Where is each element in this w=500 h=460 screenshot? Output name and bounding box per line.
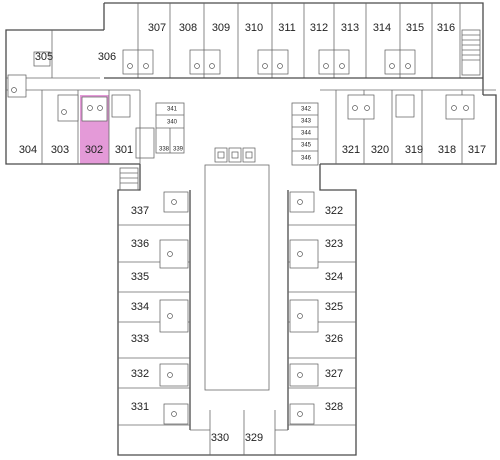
central-core [135, 102, 319, 166]
room-label[interactable]: 333 [131, 333, 149, 345]
room-label[interactable]: 338 [159, 147, 170, 153]
room-label[interactable]: 342 [301, 107, 312, 113]
room-label[interactable]: 344 [301, 131, 312, 137]
room-label[interactable]: 340 [167, 120, 178, 126]
room-302[interactable]: 302 [85, 144, 103, 156]
room-label[interactable]: 323 [325, 238, 343, 250]
room-label[interactable]: 326 [325, 333, 343, 345]
stairs-northeast [461, 29, 481, 76]
room-label[interactable]: 341 [167, 107, 178, 113]
bathroom-cluster-east [347, 94, 475, 120]
room-label[interactable]: 335 [131, 271, 149, 283]
room-label[interactable]: 320 [371, 144, 389, 156]
outer-wall-south-wing [117, 164, 357, 456]
room-label[interactable]: 313 [341, 22, 359, 34]
room-label[interactable]: 308 [179, 22, 197, 34]
room-label[interactable]: 318 [438, 144, 456, 156]
room-label[interactable]: 307 [148, 22, 166, 34]
room-label[interactable]: 314 [373, 22, 391, 34]
room-label[interactable]: 343 [301, 119, 312, 125]
room-label[interactable]: 324 [325, 271, 343, 283]
room-label[interactable]: 311 [278, 22, 296, 34]
room-label[interactable]: 309 [212, 22, 230, 34]
room-label[interactable]: 334 [131, 301, 149, 313]
room-label[interactable]: 328 [325, 401, 343, 413]
room-label[interactable]: 330 [211, 432, 229, 444]
room-label[interactable]: 315 [406, 22, 424, 34]
room-label[interactable]: 337 [131, 205, 149, 217]
room-label[interactable]: 336 [131, 238, 149, 250]
stairs-southwest [119, 167, 139, 191]
room-label[interactable]: 303 [51, 144, 69, 156]
room-label[interactable]: 301 [115, 144, 133, 156]
room-label[interactable]: 319 [405, 144, 423, 156]
bathroom-cluster-top [122, 49, 416, 75]
room-label[interactable]: 322 [325, 205, 343, 217]
room-label[interactable]: 339 [173, 147, 184, 153]
bathroom-cluster-west [7, 51, 131, 122]
room-label[interactable]: 304 [19, 144, 37, 156]
room-label[interactable]: 305 [35, 51, 53, 63]
outer-wall-west-wing [5, 29, 140, 165]
room-label[interactable]: 327 [325, 368, 343, 380]
room-label[interactable]: 345 [301, 143, 312, 149]
room-label[interactable]: 312 [310, 22, 328, 34]
atrium [204, 164, 270, 391]
room-label[interactable]: 346 [301, 156, 312, 162]
outer-wall-north [104, 2, 484, 95]
room-label[interactable]: 329 [245, 432, 263, 444]
room-label[interactable]: 306 [98, 51, 116, 63]
room-label[interactable]: 332 [131, 368, 149, 380]
room-label[interactable]: 316 [437, 22, 455, 34]
bathroom-cluster-south [159, 191, 319, 425]
room-label[interactable]: 310 [245, 22, 263, 34]
room-label[interactable]: 325 [325, 301, 343, 313]
room-label[interactable]: 317 [468, 144, 486, 156]
room-label[interactable]: 321 [342, 144, 360, 156]
outer-wall-east-wing [320, 94, 497, 165]
room-label[interactable]: 331 [131, 401, 149, 413]
